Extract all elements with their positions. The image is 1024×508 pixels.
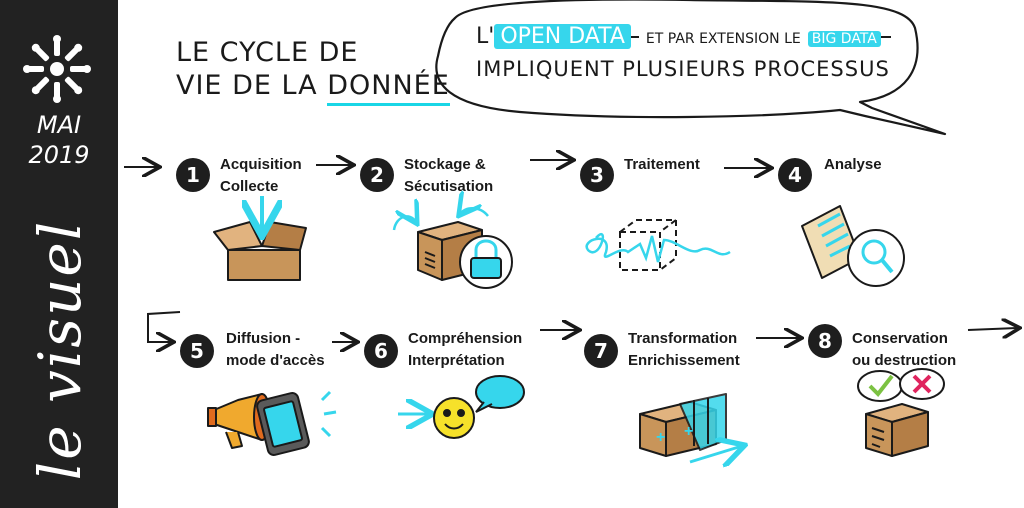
title-line-1: LE CYCLE DE bbox=[176, 37, 359, 68]
step-2-line-1: Stockage & bbox=[404, 156, 486, 173]
box-with-lock-icon bbox=[417, 221, 513, 289]
sidebar: MAI 2019 le visuel bbox=[0, 0, 118, 508]
page-title: LE CYCLE DE VIE DE LA DONNÉE bbox=[176, 36, 450, 106]
archive-box-icon bbox=[865, 403, 929, 457]
thought-bubble-icon bbox=[475, 375, 525, 413]
enriched-box-icon bbox=[639, 393, 727, 457]
step-2-label: Stockage & Sécutisation bbox=[404, 154, 493, 198]
open-data-highlight: OPEN DATA bbox=[494, 24, 631, 49]
bubble-line-2: IMPLIQUENT PLUSIEURS PROCESSUS bbox=[476, 57, 890, 81]
step-3-line-1: Traitement bbox=[624, 156, 700, 173]
step-8-number: 8 bbox=[808, 324, 842, 358]
title-line-2-prefix: VIE DE LA bbox=[176, 70, 328, 101]
flow-connector-4-5 bbox=[147, 311, 181, 342]
step-3-number: 3 bbox=[580, 158, 614, 192]
processing-cube-icon bbox=[585, 219, 731, 271]
step-7-line-1: Transformation bbox=[628, 330, 738, 347]
step-3-label: Traitement bbox=[624, 154, 700, 176]
svg-text:+: + bbox=[684, 423, 693, 440]
step-7-line-2: Enrichissement bbox=[628, 352, 740, 369]
step-5-number: 5 bbox=[180, 334, 214, 368]
date-month: MAI bbox=[36, 111, 82, 139]
step-4-number: 4 bbox=[778, 158, 812, 192]
big-data-highlight: BIG DATA bbox=[807, 31, 881, 47]
step-2-number: 2 bbox=[360, 158, 394, 192]
snowflake-logo-icon bbox=[23, 35, 91, 103]
bubble-prefix: L' bbox=[476, 24, 495, 49]
document-magnifier-icon bbox=[801, 205, 905, 287]
step-5-line-1: Diffusion - bbox=[226, 330, 301, 347]
date-year: 2019 bbox=[28, 141, 90, 169]
check-cross-bubble-icon bbox=[857, 368, 945, 402]
smiley-face-icon bbox=[433, 397, 475, 439]
step-5-line-2: mode d'accès bbox=[226, 352, 325, 369]
step-2-line-2: Sécutisation bbox=[404, 178, 494, 195]
svg-text:+: + bbox=[656, 429, 665, 446]
step-4-line-1: Analyse bbox=[824, 156, 882, 173]
step-7-number: 7 bbox=[584, 334, 618, 368]
step-1-line-1: Acquisition bbox=[220, 156, 302, 173]
bubble-line-1: L'OPEN DATA ET PAR EXTENSION LE BIG DATA bbox=[476, 24, 896, 49]
step-6-line-2: Interprétation bbox=[408, 352, 505, 369]
step-8-line-2: ou destruction bbox=[852, 352, 957, 369]
step-8-line-1: Conservation bbox=[852, 330, 948, 347]
title-line-2: VIE DE LA DONNÉE bbox=[176, 69, 450, 106]
bubble-text: L'OPEN DATA ET PAR EXTENSION LE BIG DATA… bbox=[476, 24, 896, 81]
flow-arrow-end bbox=[967, 328, 1018, 330]
step-6-line-1: Compréhension bbox=[408, 330, 523, 347]
title-underlined-word: DONNÉE bbox=[327, 70, 450, 106]
step-1-line-2: Collecte bbox=[220, 178, 279, 195]
step-4-label: Analyse bbox=[824, 154, 882, 176]
step-8-label: Conservation ou destruction bbox=[852, 328, 956, 372]
step-1-number: 1 bbox=[176, 158, 210, 192]
step-5-label: Diffusion - mode d'accès bbox=[226, 328, 325, 372]
step-6-number: 6 bbox=[364, 334, 398, 368]
megaphone-tablet-icon bbox=[207, 392, 310, 456]
bubble-middle: ET PAR EXTENSION LE bbox=[645, 31, 801, 47]
